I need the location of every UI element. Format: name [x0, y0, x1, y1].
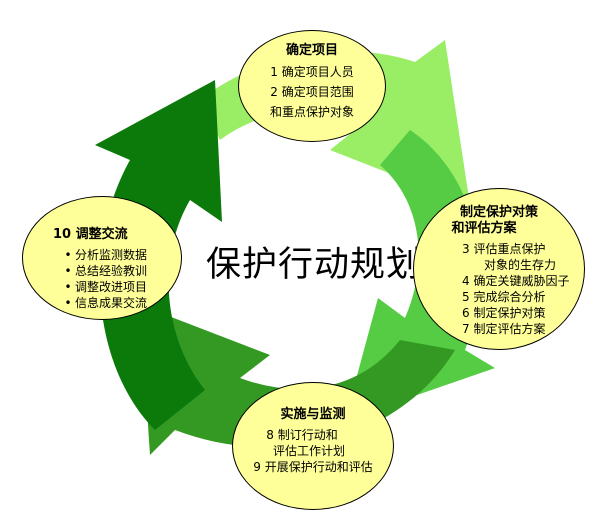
bullet-item: 总结经验教训 — [61, 263, 181, 279]
node-line: 对象的生存力 — [484, 258, 557, 272]
node-line: 9 开展保护行动和评估 — [253, 460, 373, 474]
node-line: 评估工作计划 — [272, 444, 345, 458]
node-line: 和重点保护对象 — [269, 105, 354, 119]
node-define-project: 确定项目 1 确定项目人员 2 确定项目范围 和重点保护对象 — [238, 30, 386, 142]
node-title: 实施与监测 — [280, 407, 346, 422]
node-line: 5 完成综合分析 — [462, 290, 546, 304]
node-line: 7 制定评估方案 — [462, 322, 546, 336]
bullet-list: 分析监测数据 总结经验教训 调整改进项目 信息成果交流 — [23, 247, 181, 311]
node-strategy-plan: 制定保护对策 和评估方案 3 评估重点保护 对象的生存力 4 确定关键威胁因子 … — [413, 188, 585, 350]
node-title: 确定项目 — [285, 43, 338, 58]
node-line: 3 评估重点保护 — [462, 242, 546, 256]
bullet-item: 分析监测数据 — [61, 247, 181, 263]
node-line: 2 确定项目范围 — [270, 85, 354, 99]
node-title: 和评估方案 — [451, 221, 517, 236]
node-line: 1 确定项目人员 — [270, 65, 354, 79]
node-adjust-communicate: 10 调整交流 分析监测数据 总结经验教训 调整改进项目 信息成果交流 — [22, 196, 182, 320]
bullet-item: 调整改进项目 — [61, 279, 181, 295]
node-implement-monitor: 实施与监测 8 制订行动和 评估工作计划 9 开展保护行动和评估 — [232, 382, 394, 510]
node-line: 6 制定保护对策 — [462, 306, 546, 320]
node-title: 制定保护对策 — [459, 205, 538, 220]
node-line: 4 确定关键威胁因子 — [462, 274, 570, 288]
node-title: 10 调整交流 — [53, 227, 128, 242]
node-line: 8 制订行动和 — [266, 428, 338, 442]
center-title: 保护行动规划 — [206, 245, 423, 285]
bullet-item: 信息成果交流 — [61, 295, 181, 311]
